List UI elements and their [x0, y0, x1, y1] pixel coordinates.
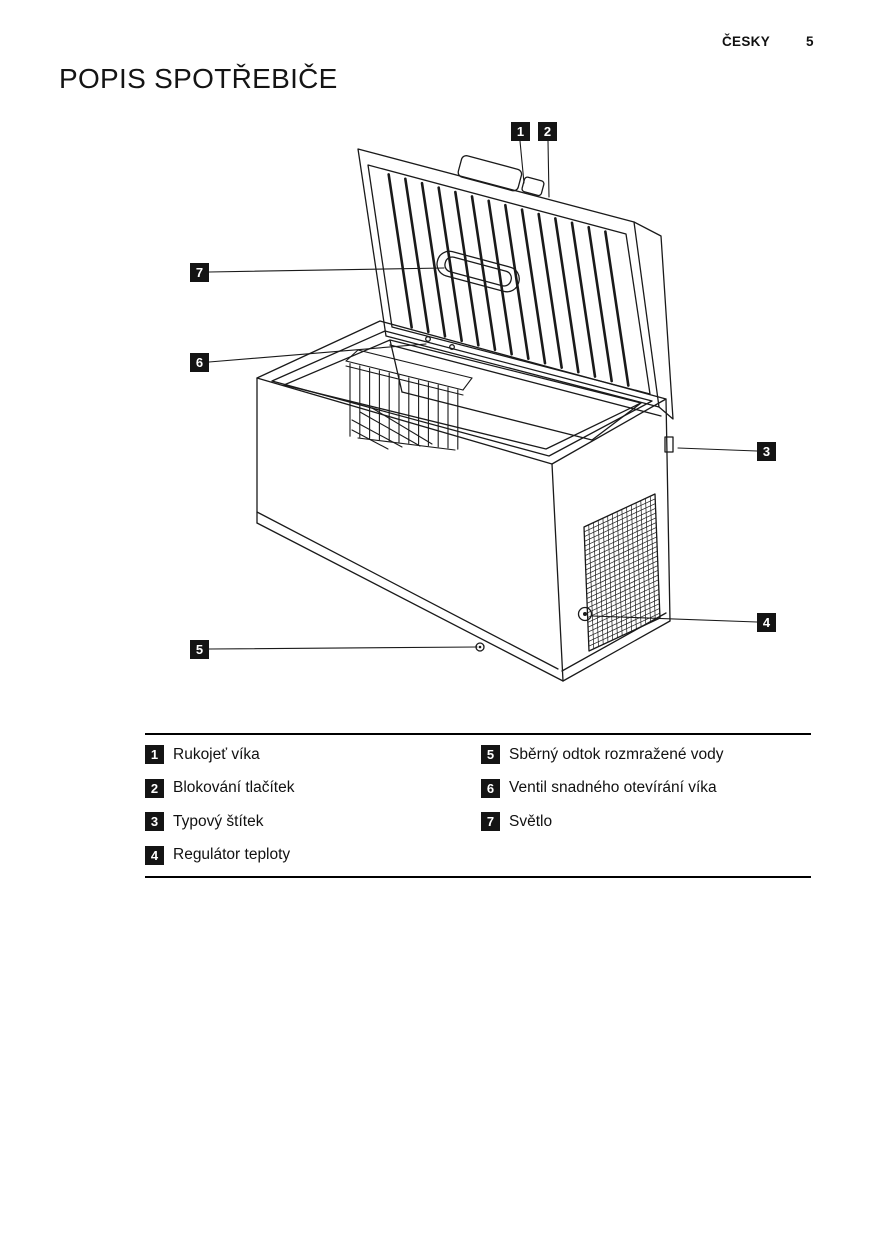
leader-line-3	[677, 447, 758, 452]
legend-item: 3 Typový štítek	[145, 805, 481, 839]
legend-badge-1: 1	[145, 745, 164, 765]
temperature-knob	[577, 606, 593, 622]
lid-ribs	[387, 173, 630, 387]
legend-item: 5 Sběrný odtok rozmražené vody	[481, 738, 724, 772]
legend-item: 6 Ventil snadného otevírání víka	[481, 772, 724, 806]
legend-badge-4: 4	[145, 845, 164, 865]
legend-badge-3: 3	[145, 812, 164, 832]
callout-badge-7: 7	[190, 263, 209, 282]
callout-badge-6: 6	[190, 353, 209, 372]
legend-item: 4 Regulátor teploty	[145, 839, 481, 873]
legend-label-4: Regulátor teploty	[173, 846, 291, 864]
page-header: ČESKY 5	[722, 34, 814, 49]
wire-basket	[345, 349, 473, 451]
legend-column-right: 5 Sběrný odtok rozmražené vody 6 Ventil …	[481, 738, 724, 872]
legend-item: 2 Blokování tlačítek	[145, 772, 481, 806]
page-title: POPIS SPOTŘEBIČE	[59, 63, 338, 94]
legend-label-6: Ventil snadného otevírání víka	[509, 779, 717, 797]
freezer-lid	[357, 148, 674, 420]
callout-badge-1: 1	[511, 122, 530, 141]
callout-badge-3: 3	[757, 442, 776, 461]
legend-badge-6: 6	[481, 778, 500, 798]
header-language: ČESKY	[722, 34, 771, 49]
callout-badge-2: 2	[538, 122, 557, 141]
legend-label-2: Blokování tlačítek	[173, 779, 295, 797]
legend-item: 7 Světlo	[481, 805, 724, 839]
leader-lines	[208, 140, 758, 650]
leader-line-6	[208, 343, 427, 363]
legend-badge-5: 5	[481, 745, 500, 765]
legend-label-3: Typový štítek	[173, 812, 264, 830]
rating-plate	[664, 436, 674, 453]
ventilation-grille	[583, 493, 661, 652]
legend: 1 Rukojeť víka 2 Blokování tlačítek 3 Ty…	[145, 733, 811, 878]
freezer-body	[256, 320, 674, 682]
callout-badge-4: 4	[757, 613, 776, 632]
legend-label-7: Světlo	[509, 812, 553, 830]
legend-item: 1 Rukojeť víka	[145, 738, 481, 772]
leader-line-4	[591, 615, 758, 623]
lid-latch	[457, 155, 545, 197]
lid-handle	[436, 250, 520, 293]
legend-label-1: Rukojeť víka	[173, 745, 260, 763]
leader-line-7	[208, 267, 445, 273]
legend-badge-2: 2	[145, 778, 164, 798]
callout-badge-5: 5	[190, 640, 209, 659]
leader-line-1	[519, 140, 525, 184]
legend-label-5: Sběrný odtok rozmražené vody	[509, 745, 724, 763]
legend-badge-7: 7	[481, 812, 500, 832]
easy-open-valve	[425, 336, 455, 350]
header-page-number: 5	[806, 34, 814, 49]
leader-line-5	[208, 646, 478, 650]
leader-line-2	[547, 140, 550, 198]
legend-column-left: 1 Rukojeť víka 2 Blokování tlačítek 3 Ty…	[145, 738, 481, 872]
